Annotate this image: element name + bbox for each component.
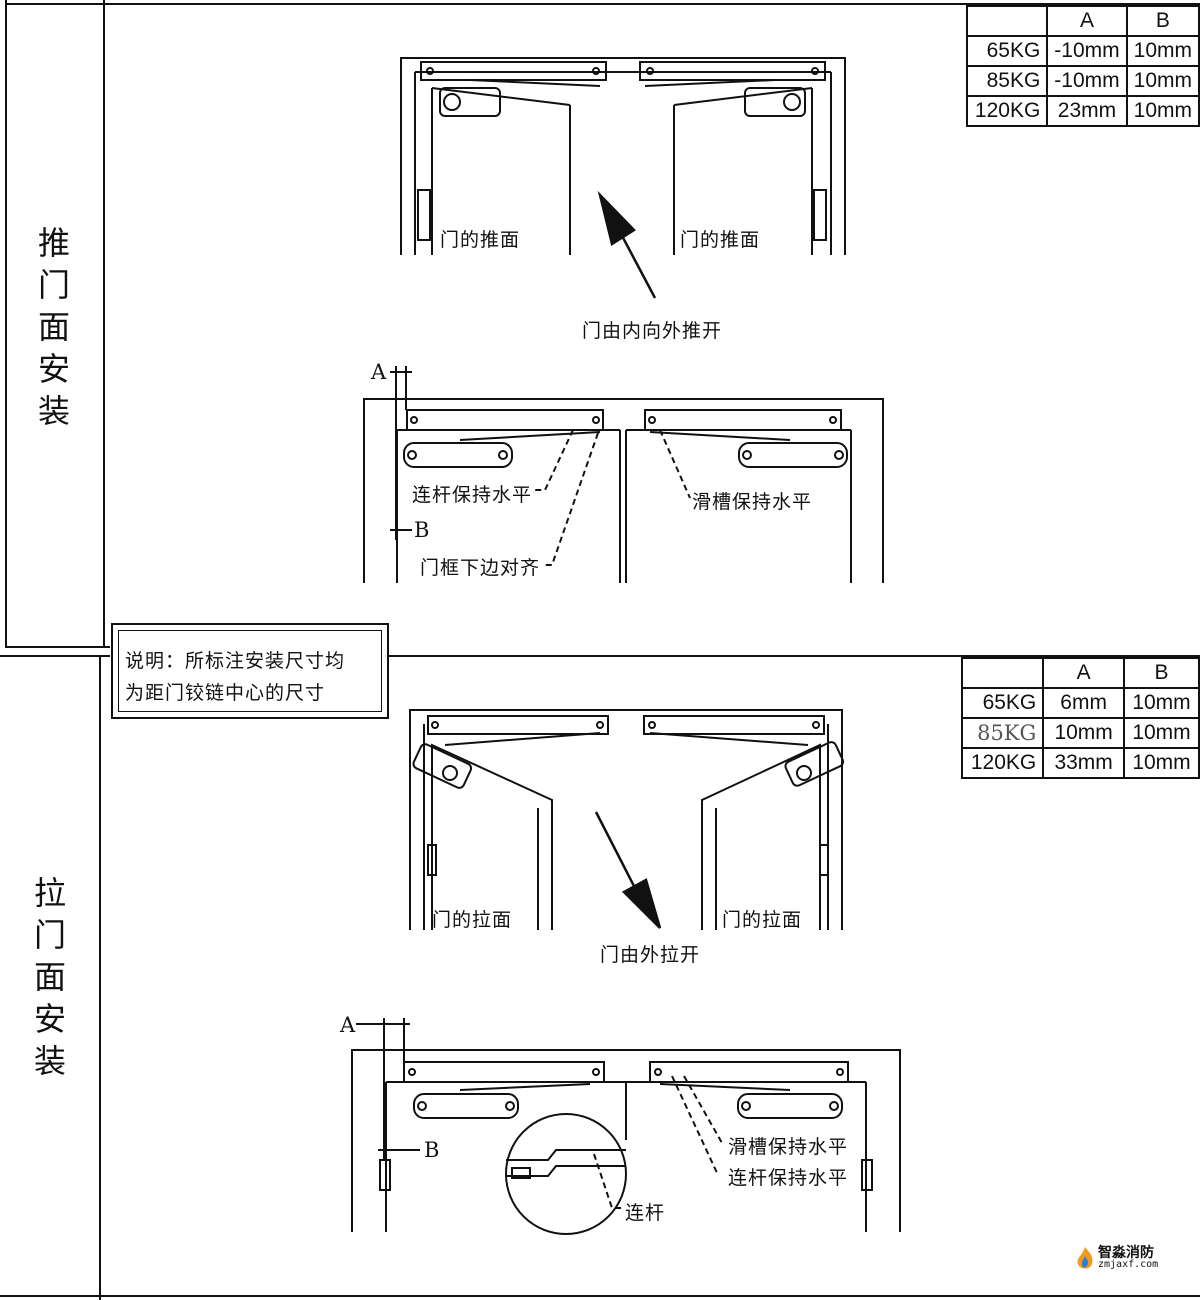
table-header-row: A B	[960, 657, 1200, 689]
brand-logo: 智淼消防 zmjaxf.com	[1074, 1242, 1194, 1276]
pull-dim-b-label: B	[424, 1138, 441, 1162]
push-dim-a-label: A	[371, 360, 388, 384]
logo-url: zmjaxf.com	[1098, 1259, 1159, 1270]
push-direction-label: 门由内向外推开	[582, 320, 723, 342]
pull-spec-table: A B 65KG 6mm 10mm 85KG 10mm 10mm 120KG 3…	[960, 657, 1200, 779]
pull-dim-a-label: A	[340, 1013, 357, 1037]
installation-note: 说明：所标注安装尺寸均 为距门铰链中心的尺寸	[111, 623, 389, 719]
table-row: 85KG 10mm 10mm	[960, 717, 1200, 749]
table-row: 65KG 6mm 10mm	[960, 687, 1200, 719]
table-header-row: A B	[965, 5, 1200, 37]
flame-icon	[1077, 1247, 1093, 1269]
push-dim-b-label: B	[414, 518, 431, 542]
push-face-right-label: 门的推面	[680, 229, 761, 251]
push-track-level-label: 滑槽保持水平	[692, 491, 813, 513]
push-arm-level-label: 连杆保持水平	[412, 484, 533, 506]
table-row: 65KG -10mm 10mm	[965, 35, 1200, 67]
note-line-2: 为距门铰链中心的尺寸	[125, 682, 326, 704]
pull-section-title: 拉 门 面 安 装	[33, 874, 66, 1080]
pull-face-left-label: 门的拉面	[432, 909, 513, 931]
pull-face-right-label: 门的拉面	[722, 909, 803, 931]
note-line-1: 说明：所标注安装尺寸均	[125, 650, 346, 672]
pull-direction-label: 门由外拉开	[600, 944, 701, 966]
push-face-left-label: 门的推面	[440, 229, 521, 251]
push-section-title: 推 门 面 安 装	[37, 224, 70, 430]
table-row: 120KG 23mm 10mm	[965, 95, 1200, 127]
table-row: 120KG 33mm 10mm	[960, 747, 1200, 779]
push-frame-align-label: 门框下边对齐	[420, 557, 541, 579]
pull-link-label: 连杆	[625, 1202, 666, 1224]
logo-name: 智淼消防	[1098, 1245, 1154, 1261]
pull-track-level-label: 滑槽保持水平	[728, 1136, 849, 1158]
push-spec-table: A B 65KG -10mm 10mm 85KG -10mm 10mm 120K…	[965, 5, 1200, 127]
table-row: 85KG -10mm 10mm	[965, 65, 1200, 97]
pull-arm-level-label: 连杆保持水平	[728, 1167, 849, 1189]
